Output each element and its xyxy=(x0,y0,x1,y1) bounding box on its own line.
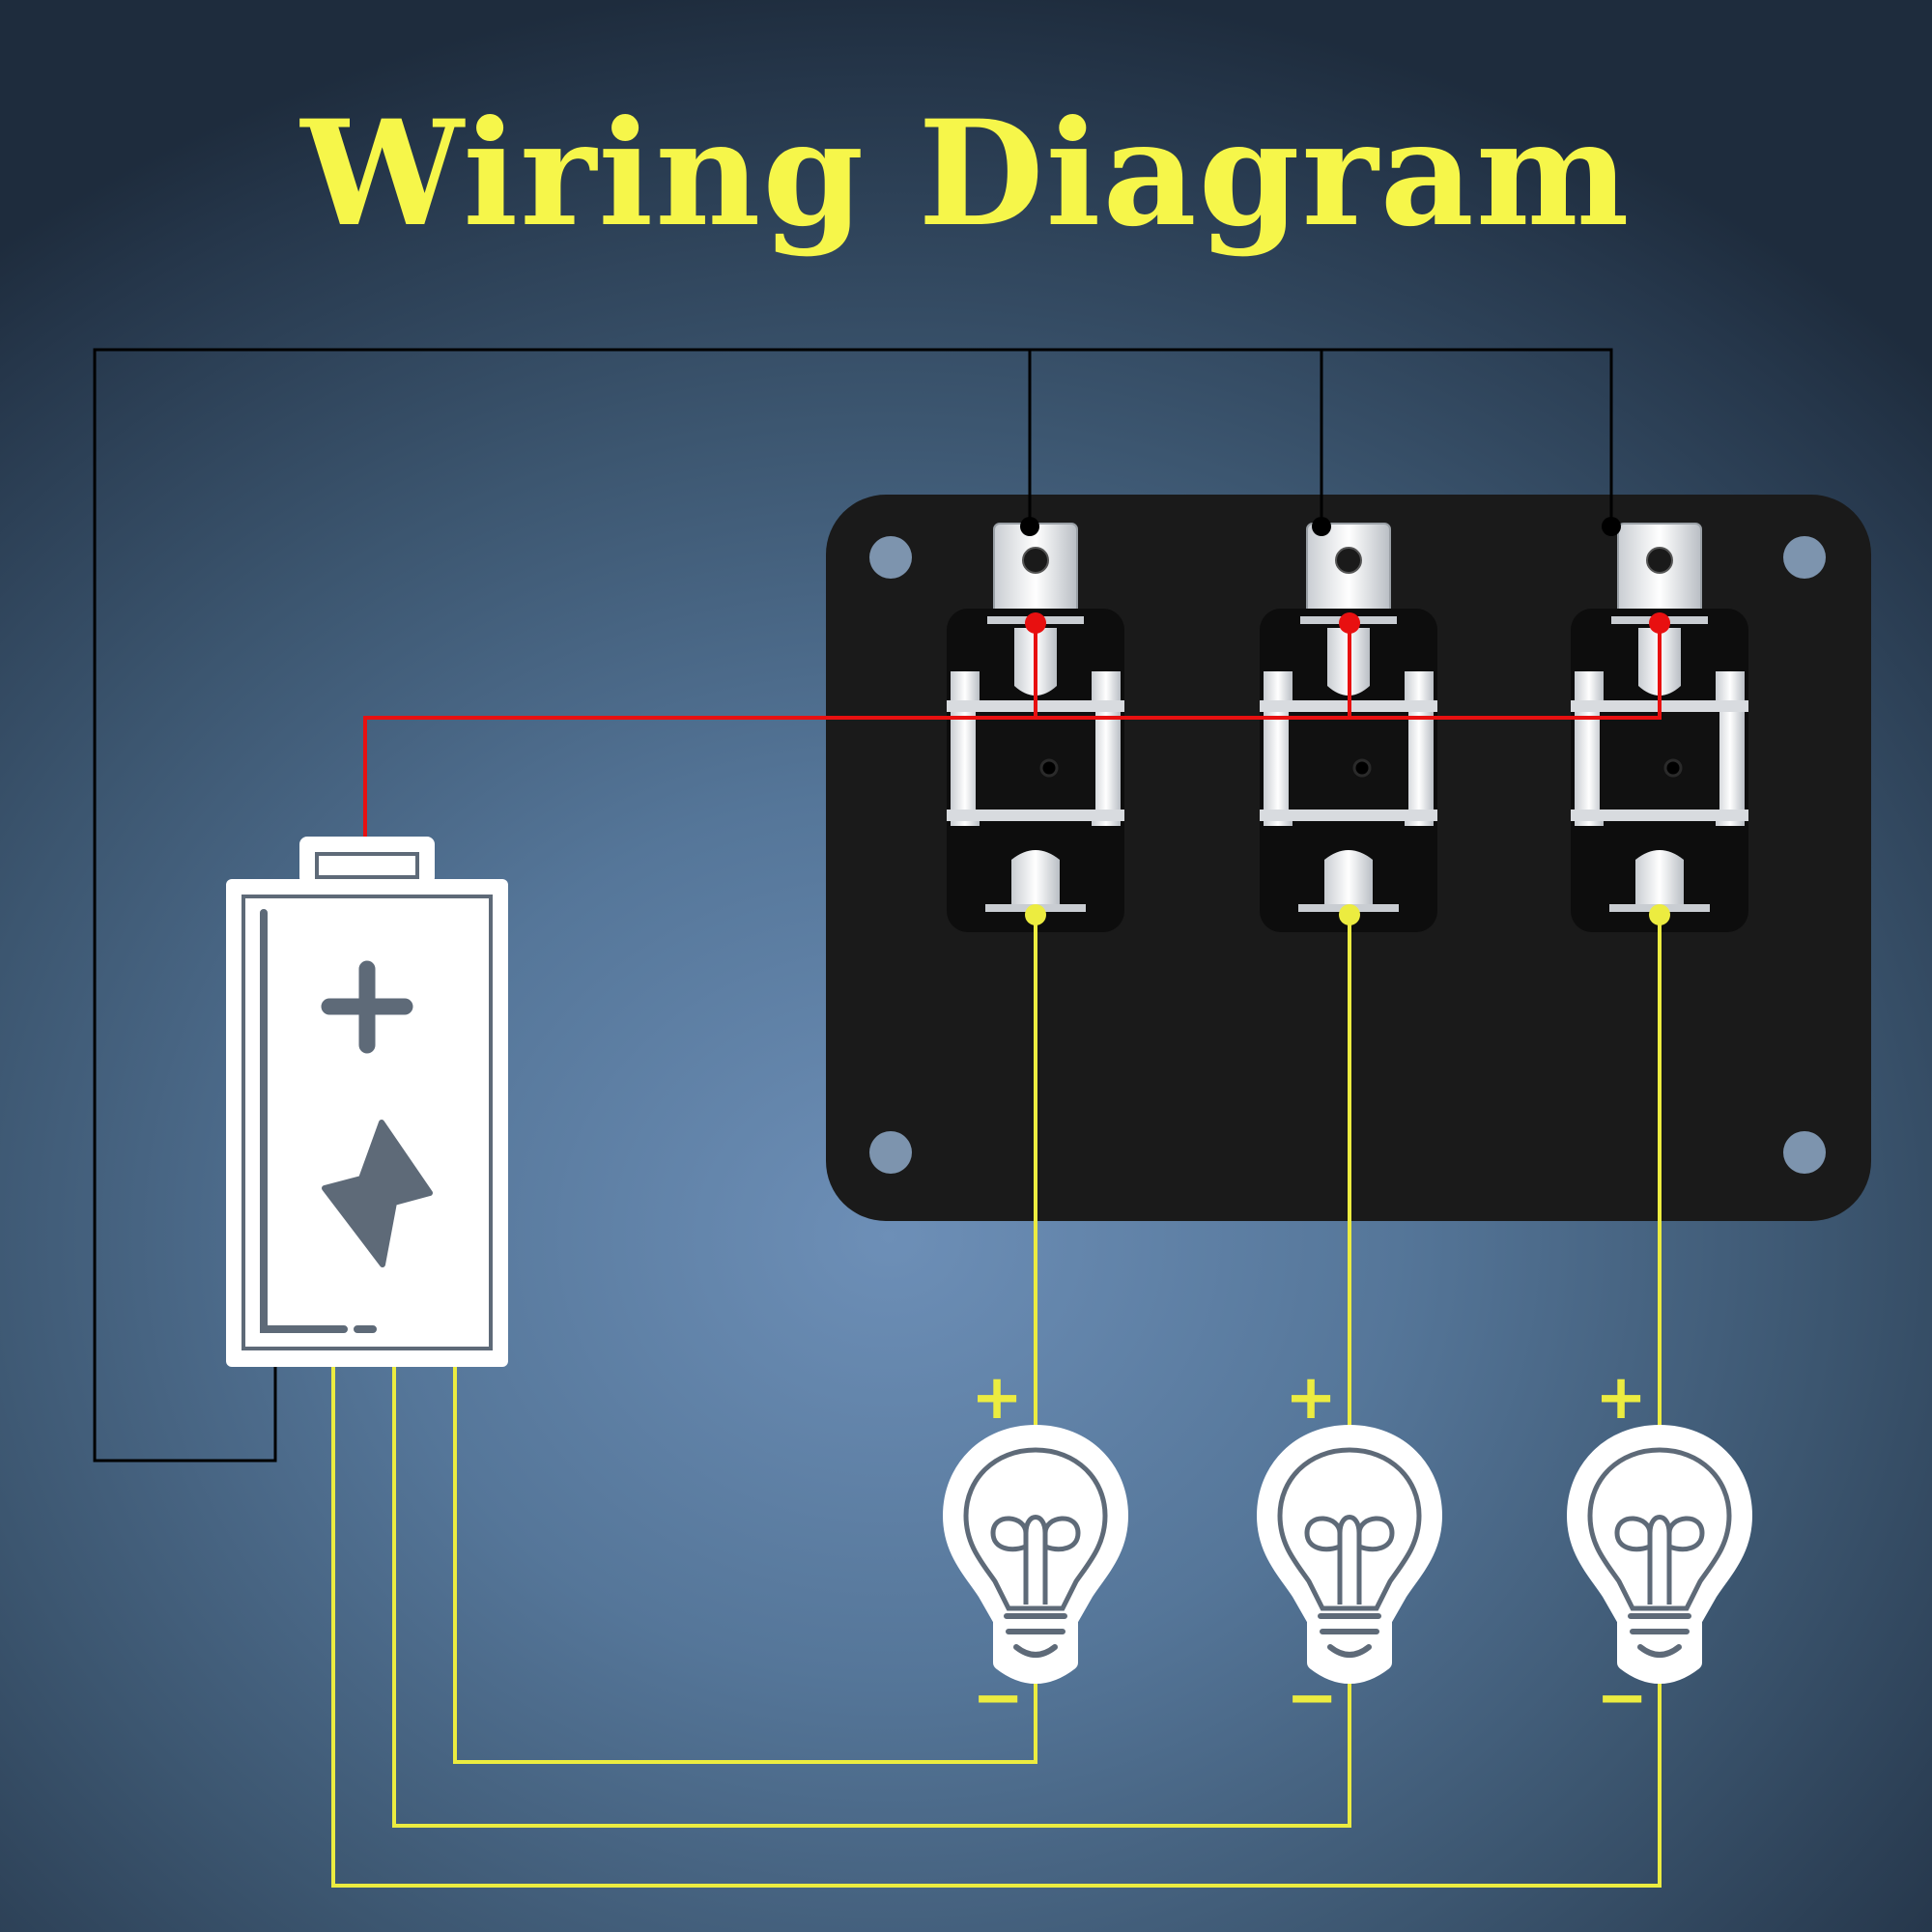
load-wires xyxy=(331,915,1662,1888)
bulb-icon-1 xyxy=(951,1433,1121,1676)
ground-terminals xyxy=(1020,517,1621,536)
bulb-2-plus-label: + xyxy=(1285,1362,1337,1434)
positive-terminals xyxy=(1025,612,1670,634)
load-terminals xyxy=(1025,904,1670,925)
page-title: Wiring Diagram xyxy=(300,89,1632,259)
bulb-1-plus-label: + xyxy=(971,1362,1023,1434)
positive-wires xyxy=(363,623,1662,838)
bulb-3-minus-label: − xyxy=(1596,1662,1648,1734)
bulb-3-plus-label: + xyxy=(1595,1362,1647,1434)
bulb-icon-2 xyxy=(1264,1433,1435,1676)
bulb-icon-3 xyxy=(1575,1433,1745,1676)
battery xyxy=(226,837,508,1367)
ground-wires xyxy=(93,348,1613,1463)
bulb-1-minus-label: − xyxy=(972,1662,1024,1734)
plus-icon xyxy=(321,960,413,1054)
bulb-2-minus-label: − xyxy=(1286,1662,1338,1734)
lightning-icon xyxy=(322,1120,433,1267)
